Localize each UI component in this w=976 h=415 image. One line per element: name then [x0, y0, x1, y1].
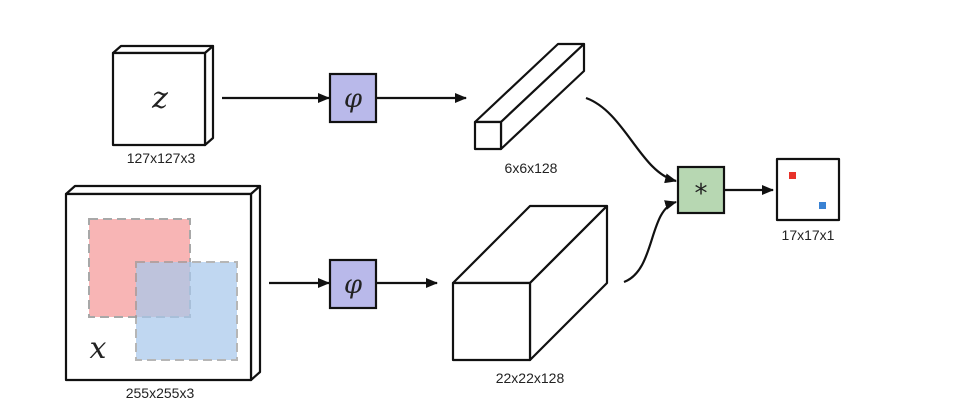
- search-feature-size-label: 22x22x128: [496, 370, 565, 386]
- search-image: x: [64, 184, 262, 382]
- cross-correlation-symbol: *: [695, 179, 708, 209]
- search-size-label: 255x255x3: [126, 385, 195, 401]
- exemplar-symbol: z: [151, 81, 168, 116]
- exemplar-feature-map: [473, 42, 586, 151]
- exemplar-size-label: 127x127x3: [127, 150, 196, 166]
- search-symbol: x: [90, 331, 107, 366]
- arrow-exemplar-feature-to-conv: [585, 96, 677, 184]
- phi-symbol-bottom: φ: [344, 270, 363, 300]
- exemplar-feature-size-label: 6x6x128: [505, 160, 558, 176]
- score-peak-blue: [819, 202, 826, 209]
- exemplar-image: z: [111, 44, 215, 147]
- score-map-size-label: 17x17x1: [782, 227, 835, 243]
- score-peak-red: [789, 172, 796, 179]
- search-feature-map: [451, 204, 609, 362]
- cross-correlation-box: *: [676, 165, 726, 215]
- search-region: [135, 261, 238, 361]
- phi-symbol-top: φ: [344, 84, 363, 114]
- phi-box-bottom: φ: [328, 258, 378, 310]
- phi-box-top: φ: [328, 72, 378, 124]
- arrow-search-feature-to-conv: [623, 200, 677, 284]
- score-map: [775, 157, 841, 222]
